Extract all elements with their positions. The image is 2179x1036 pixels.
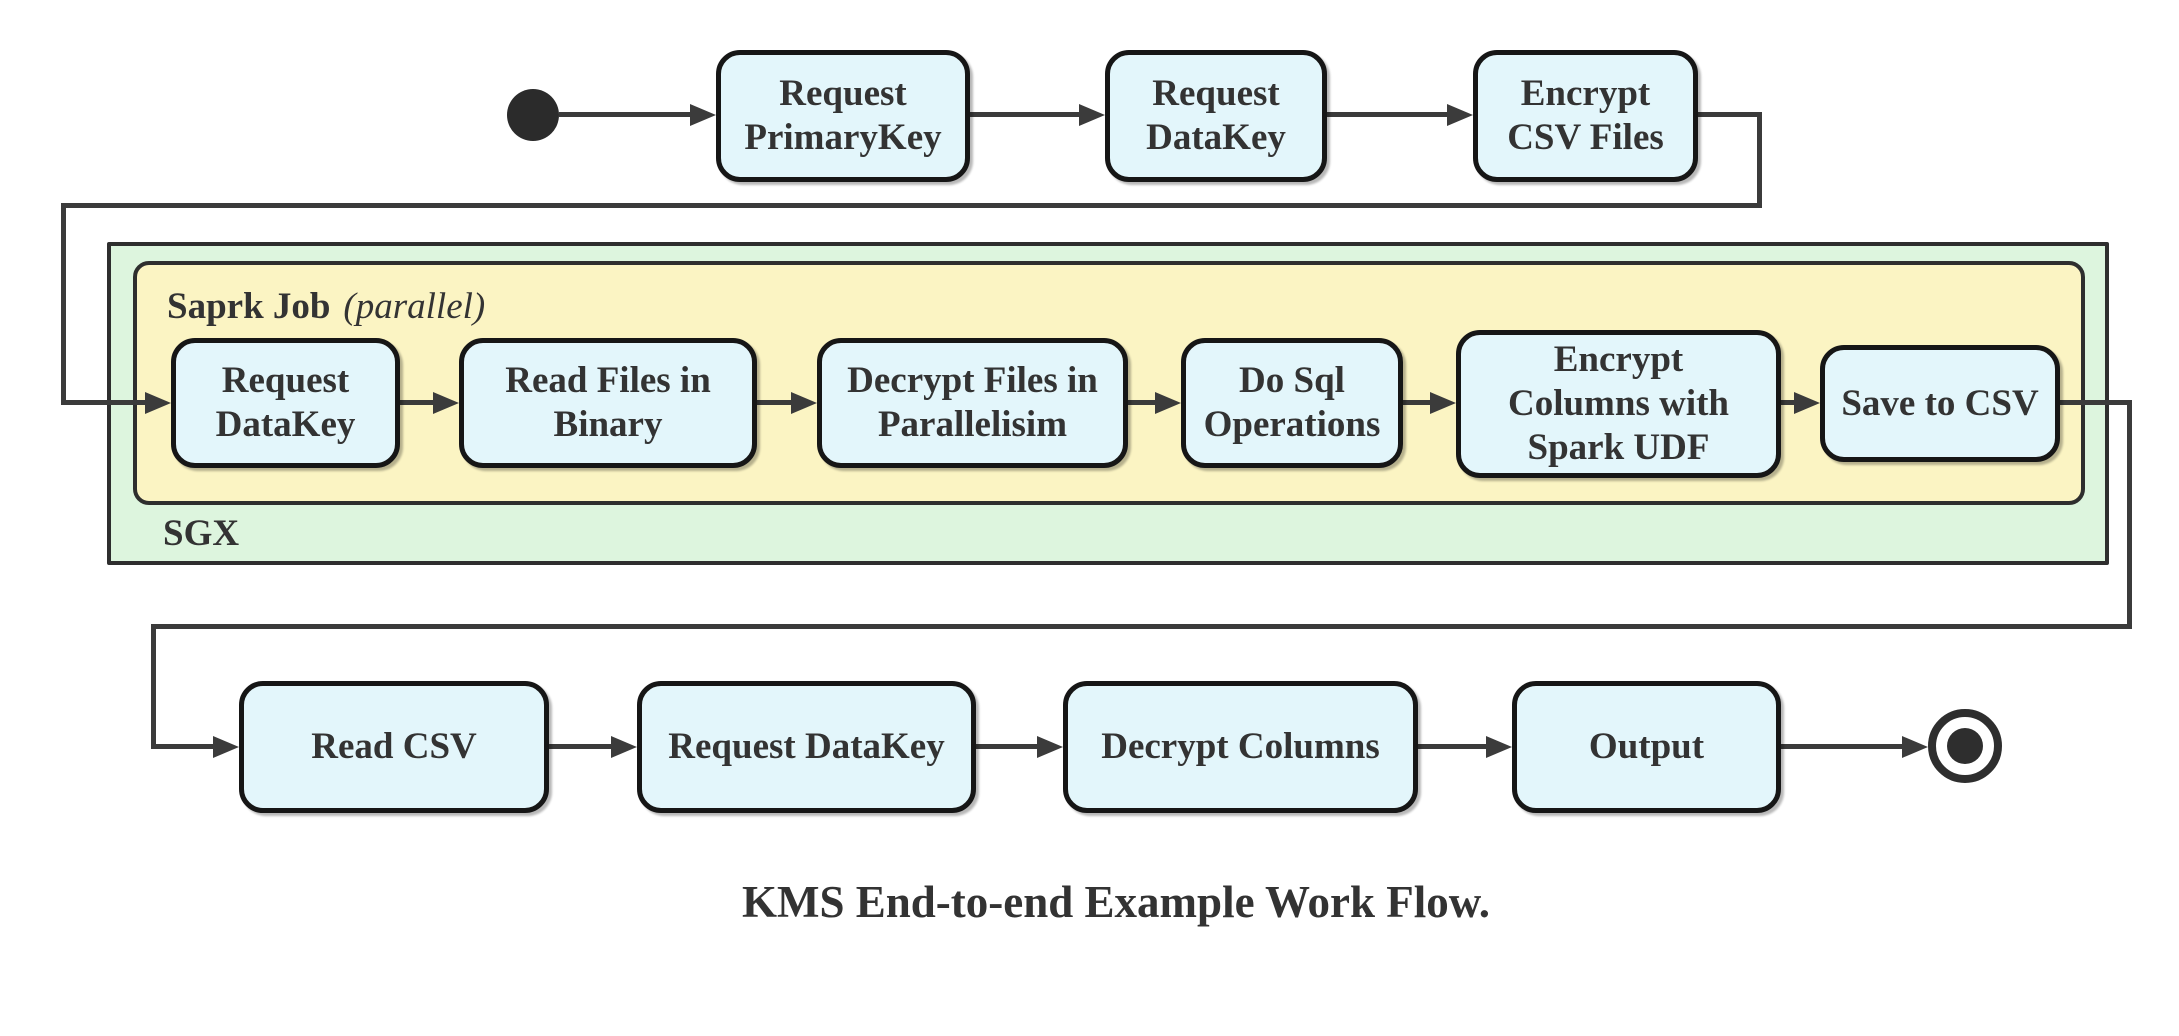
diagram-caption: KMS End-to-end Example Work Flow. — [741, 877, 1490, 927]
node-label: Decrypt Files in Parallelisim — [847, 360, 1098, 445]
node-label: Encrypt Columns with Spark UDF — [1507, 339, 1730, 468]
node-request-datakey-bottom: Request DataKey — [637, 681, 976, 813]
edge-save-csv-to-read-csv-seg5 — [151, 744, 215, 749]
edge-do-sql-to-encrypt-columns — [1403, 400, 1432, 405]
node-output: Output — [1512, 681, 1781, 813]
node-label: Do Sql Operations — [1203, 360, 1381, 445]
edge-save-csv-to-read-csv-seg4 — [151, 624, 156, 749]
sgx-container-label: SGX — [163, 513, 240, 554]
node-label: Save to CSV — [1841, 382, 2039, 424]
arrowhead-icon — [1430, 392, 1456, 414]
edge-save-csv-to-read-csv-seg1 — [2060, 400, 2132, 405]
arrowhead-icon — [1037, 736, 1063, 758]
edge-encrypt-csv-to-sgx-seg1 — [1698, 112, 1762, 117]
node-label: Output — [1588, 726, 1705, 767]
final-state-icon — [1928, 709, 2002, 783]
node-label: Request DataKey — [668, 726, 945, 767]
arrowhead-icon — [145, 392, 171, 414]
edge-save-csv-to-read-csv-seg3 — [151, 624, 2132, 629]
edge-output-to-end — [1781, 744, 1904, 749]
node-label: Read CSV — [311, 726, 477, 767]
edge-encrypt-csv-to-sgx-seg4 — [61, 203, 66, 405]
node-label: Request PrimaryKey — [744, 73, 942, 158]
arrowhead-icon — [213, 736, 239, 758]
arrowhead-icon — [1486, 736, 1512, 758]
edge-decrypt-columns-to-output — [1418, 744, 1488, 749]
edge-decrypt-files-to-do-sql — [1128, 400, 1157, 405]
node-request-primarykey: Request PrimaryKey — [716, 50, 970, 182]
arrowhead-icon — [1902, 736, 1928, 758]
edge-request-datakey-to-encrypt-csv — [1327, 112, 1449, 117]
node-request-datakey-top: Request DataKey — [1105, 50, 1327, 182]
node-label: Encrypt CSV Files — [1507, 73, 1664, 158]
arrowhead-icon — [433, 392, 459, 414]
edge-request-datakey-to-decrypt-columns — [976, 744, 1039, 749]
arrowhead-icon — [1079, 104, 1105, 126]
edge-start-to-request-primarykey — [559, 112, 692, 117]
edge-sgx-request-datakey-to-read-files — [400, 400, 435, 405]
arrowhead-icon — [791, 392, 817, 414]
arrowhead-icon — [1794, 392, 1820, 414]
initial-state-icon — [507, 89, 559, 141]
spark-job-label-text: Saprk Job — [167, 286, 331, 327]
edge-encrypt-csv-to-sgx-seg5 — [61, 400, 147, 405]
node-label: Read Files in Binary — [505, 360, 711, 445]
node-decrypt-columns: Decrypt Columns — [1063, 681, 1418, 813]
node-label: Request DataKey — [1146, 73, 1286, 158]
edge-read-csv-to-request-datakey — [549, 744, 613, 749]
edge-encrypt-csv-to-sgx-seg3 — [61, 203, 1762, 208]
final-state-dot — [1947, 728, 1983, 764]
node-do-sql-operations: Do Sql Operations — [1181, 338, 1403, 468]
node-read-files-in-binary: Read Files in Binary — [459, 338, 757, 468]
node-encrypt-columns-with-spark-udf: Encrypt Columns with Spark UDF — [1456, 330, 1781, 478]
node-save-to-csv: Save to CSV — [1820, 345, 2060, 462]
node-decrypt-files-in-parallelisim: Decrypt Files in Parallelisim — [817, 338, 1128, 468]
arrowhead-icon — [1447, 104, 1473, 126]
arrowhead-icon — [690, 104, 716, 126]
node-label: Decrypt Columns — [1101, 726, 1380, 767]
node-label: Request DataKey — [215, 360, 356, 445]
arrowhead-icon — [611, 736, 637, 758]
spark-job-container-label: Saprk Job (parallel) — [167, 285, 485, 328]
edge-read-files-to-decrypt-files — [757, 400, 793, 405]
edge-request-primarykey-to-request-datakey — [970, 112, 1081, 117]
node-read-csv: Read CSV — [239, 681, 549, 813]
edge-save-csv-to-read-csv-seg2 — [2127, 400, 2132, 629]
node-sgx-request-datakey: Request DataKey — [171, 338, 400, 468]
edge-encrypt-csv-to-sgx-seg2 — [1757, 112, 1762, 208]
arrowhead-icon — [1155, 392, 1181, 414]
edge-encrypt-columns-to-save-csv — [1781, 400, 1796, 405]
spark-job-parallel-qualifier: (parallel) — [343, 286, 486, 327]
node-encrypt-csv-files: Encrypt CSV Files — [1473, 50, 1698, 182]
